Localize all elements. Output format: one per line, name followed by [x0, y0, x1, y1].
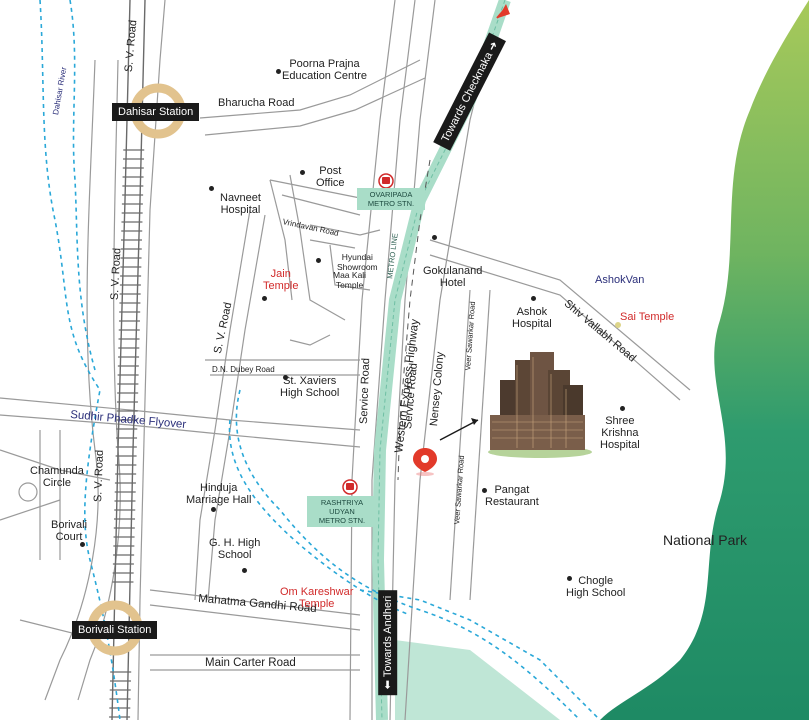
borivalicourt-dot: [80, 542, 85, 547]
ashok-hospital-label: Ashok Hospital: [512, 306, 552, 330]
jain-dot: [262, 296, 267, 301]
national-park-label: National Park: [663, 532, 748, 548]
sai-temple-label: Sai Temple: [620, 311, 675, 323]
hyundai-showroom-label: Hyundai Showroom: [337, 252, 378, 272]
metro-icon-ovaripada: [378, 173, 394, 189]
lower-river-2: [228, 419, 411, 616]
mint-region: [395, 640, 560, 720]
pangat-dot: [482, 488, 487, 493]
shree-dot: [620, 406, 625, 411]
chamunda-circle-label: Chamunda Circle: [30, 465, 84, 489]
maakali-dot: [316, 258, 321, 263]
shree-krishna-hospital-label: Shree Krishna Hospital: [600, 415, 640, 451]
poorna-dot: [276, 69, 281, 74]
bharucha-road-label: Bharucha Road: [218, 97, 295, 109]
navneet-dot: [209, 186, 214, 191]
borivali-court-label: Borivali Court: [51, 519, 88, 543]
gokulanand-hotel-label: Gokulanand Hotel: [423, 265, 483, 289]
metro-icon-rashtriya: [342, 479, 358, 495]
main-carter-road-label: Main Carter Road: [205, 657, 296, 669]
ashokvan-label: AshokVan: [595, 274, 645, 286]
project-building-icon: [488, 352, 592, 458]
national-park-area: [600, 0, 809, 720]
xaviers-dot: [283, 375, 288, 380]
borivali-station-label: Borivali Station: [72, 621, 158, 639]
chogle-high-school-label: Chogle High School: [566, 575, 626, 599]
ashok-dot: [531, 296, 536, 301]
chamunda-circle-shape: [18, 482, 38, 502]
ovaripada-metro-sign: OVARIPADA METRO STN.: [357, 188, 425, 210]
dahisar-station-label: Dahisar Station: [112, 103, 200, 121]
jain-temple-label: Jain Temple: [263, 268, 299, 292]
post-office-dot: [300, 170, 305, 175]
maa-kali-temple-label: Maa Kali Temple: [333, 270, 367, 290]
gh-high-school-label: G. H. High School: [209, 537, 261, 561]
sv-road-label-4: S. V. Road: [92, 449, 107, 503]
chogle-dot: [567, 576, 572, 581]
poorna-prajna-label: Poorna Prajna Education Centre: [282, 58, 367, 82]
towards-andheri-text: Towards Andheri: [382, 595, 395, 678]
gokulanand-dot: [432, 235, 437, 240]
pangat-restaurant-label: Pangat Restaurant: [485, 484, 539, 508]
lower-river-3: [359, 589, 601, 720]
hinduja-marriage-hall-label: Hinduja Marriage Hall: [186, 482, 252, 506]
dubey-road-label: D.N. Dubey Road: [212, 365, 275, 374]
hinduja-dot: [211, 507, 216, 512]
st-xaviers-label: St. Xaviers High School: [280, 375, 340, 399]
rashtriya-metro-sign: RASHTRIYA UDYAN METRO STN.: [307, 496, 377, 527]
towards-andheri-label: ⬅ Towards Andheri: [378, 589, 398, 696]
location-marker-icon: [413, 448, 437, 476]
gh-dot: [242, 568, 247, 573]
post-office-label: Post Office: [316, 165, 345, 189]
dahisar-river: [39, 0, 121, 720]
river-right: [69, 0, 96, 371]
om-kareshwar-temple-label: Om Kareshwar Temple: [280, 586, 354, 610]
service-road-label-1: Service Road: [357, 357, 373, 425]
navneet-hospital-label: Navneet Hospital: [220, 192, 261, 216]
